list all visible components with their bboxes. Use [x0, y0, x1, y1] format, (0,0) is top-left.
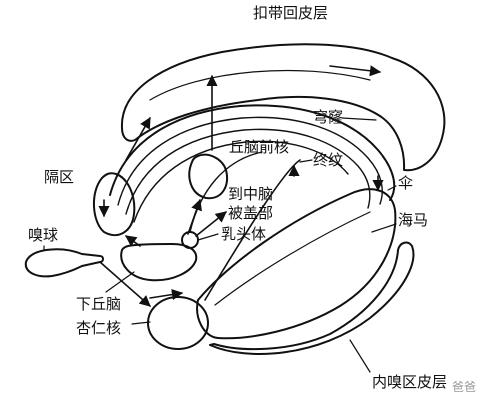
midbrain-arrow [195, 211, 227, 237]
fornix-leader [341, 117, 377, 121]
label-tegmentum: 被盖部 [228, 204, 274, 222]
label-septum: 隔区 [44, 168, 75, 186]
mammillary-to-thalamus-arrow [187, 198, 202, 235]
label-entorhinal-cortex: 内嗅区皮层 [372, 373, 448, 391]
label-fornix: 穹窿 [313, 108, 344, 126]
anterior-thalamus-shape [188, 153, 228, 200]
amygdala-shape [147, 296, 209, 350]
cingulate-arrow [329, 65, 382, 77]
hippocampus-leader [371, 223, 397, 233]
cingulate-cortex-shape [120, 43, 446, 172]
olfactory-to-amygdala-arrow [99, 261, 151, 307]
entorhinal-leader [349, 339, 371, 373]
label-hippocampus: 海马 [398, 211, 429, 229]
watermark-text: 爸爸 [452, 380, 477, 394]
label-to-midbrain: 到中脑 [228, 185, 274, 203]
entorhinal-cortex-shape [209, 241, 415, 356]
hypothalamus-arrow [125, 235, 141, 247]
mammillary-leader [197, 233, 219, 241]
amygdala-leader [131, 321, 151, 325]
septum-to-cingulate-arrow [125, 117, 151, 161]
stria-leader [299, 159, 313, 163]
label-mammillary-body: 乳头体 [221, 225, 267, 243]
olfactory-bulb-shape [24, 248, 104, 278]
fornix-tract [109, 104, 396, 201]
label-hypothalamus: 下丘脑 [76, 295, 122, 313]
label-olfactory-bulb: 嗅球 [28, 226, 59, 244]
label-stria-terminalis: 终纹 [313, 151, 344, 169]
label-anterior-thalamus: 丘脑前核 [229, 138, 290, 156]
label-amygdala: 杏仁核 [76, 319, 122, 337]
amygdala-arrow [149, 289, 184, 301]
septum-shape [92, 172, 136, 237]
label-cingulate-cortex: 扣带回皮层 [253, 4, 329, 22]
label-fimbria: 伞 [398, 174, 414, 192]
hippocampus-shape [196, 188, 397, 340]
fimbria-leader [387, 185, 397, 191]
hypothalamus-leader [105, 271, 135, 293]
hypothalamus-shape [120, 243, 198, 282]
